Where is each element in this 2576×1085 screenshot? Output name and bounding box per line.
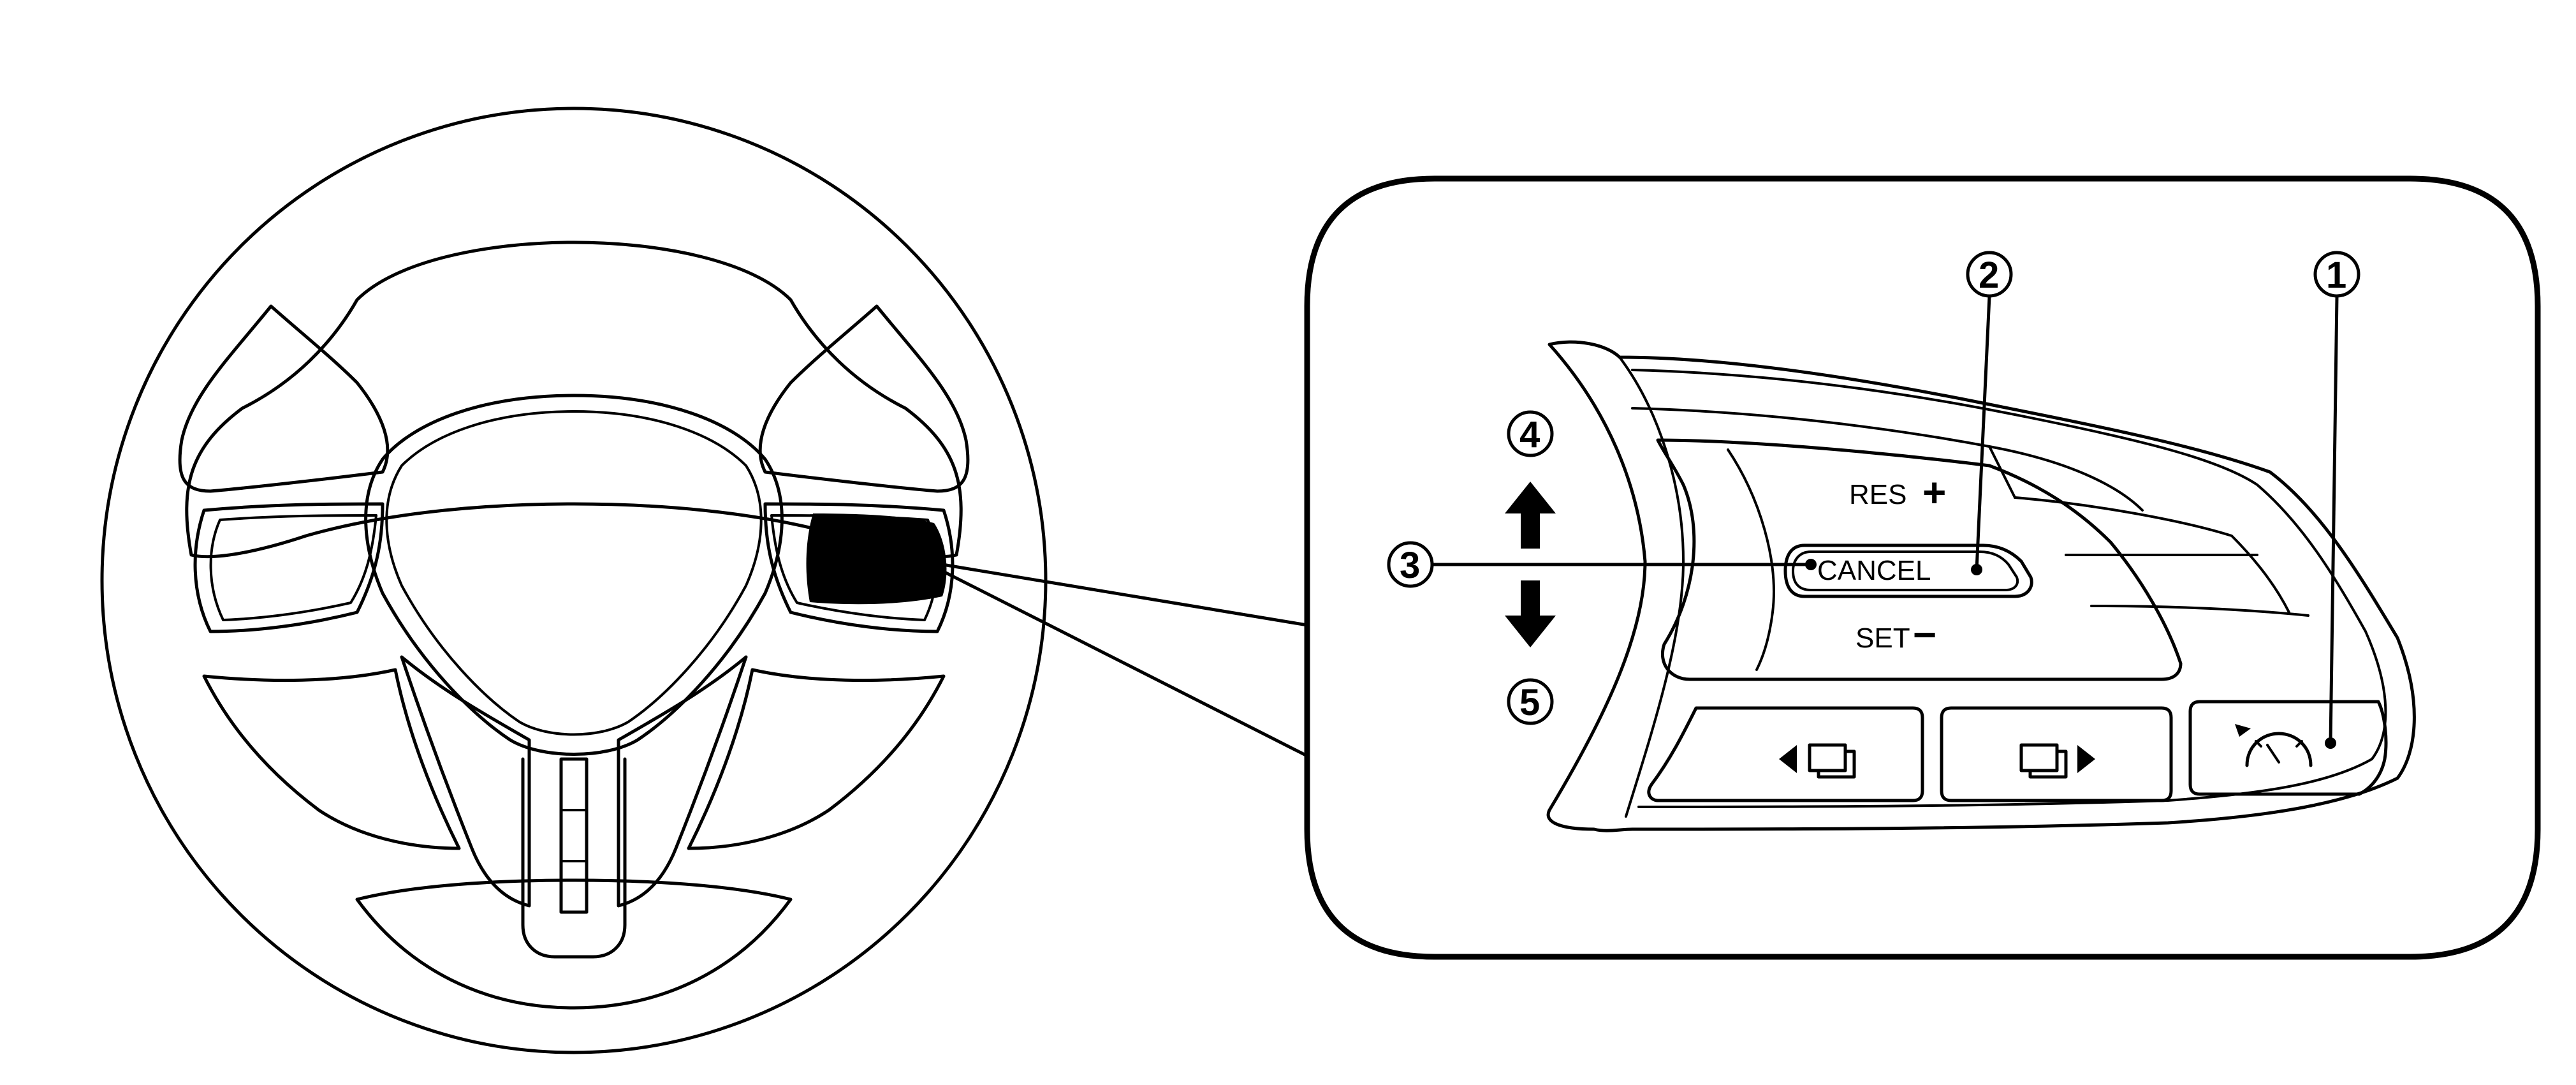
- zoom-pointer: [918, 556, 1308, 758]
- arrow-up-icon: [1505, 482, 1556, 549]
- wheel-hub: [364, 394, 784, 756]
- display-previous-icon: [1779, 743, 1856, 779]
- callout-3-circle: [1387, 541, 1434, 588]
- cancel-label[interactable]: CANCEL: [1817, 555, 1931, 586]
- display-next-icon: [2019, 743, 2095, 779]
- zoom-inset-frame: [1304, 175, 2541, 960]
- wheel-bottom-segment: [355, 878, 793, 1010]
- callout-4-label: 4: [1519, 414, 1540, 455]
- display-next-button[interactable]: [1940, 706, 2173, 802]
- arrow-down-icon: [1505, 580, 1556, 647]
- zoom-inset: RES + CANCEL SET − 1: [1304, 175, 2541, 960]
- callout-5-circle: [1507, 678, 1554, 725]
- set-label[interactable]: SET: [1855, 623, 1910, 654]
- cruise-main-button[interactable]: [2188, 700, 2388, 796]
- wheel-spoke-lower-left: [400, 655, 531, 908]
- callout-5-label: 5: [1519, 682, 1540, 723]
- wheel-spoke-right: [763, 502, 955, 633]
- wheel-spoke-left: [193, 502, 384, 633]
- res-set-switch: [1656, 438, 2183, 681]
- wheel-grip-lower-right: [687, 668, 946, 850]
- cruise-speedometer-icon: [2235, 724, 2313, 767]
- callout-4-circle: [1507, 410, 1554, 457]
- wheel-grip-upper-right: [758, 304, 970, 493]
- wheel-spoke-lower-right: [617, 655, 748, 908]
- res-plus-symbol: +: [1922, 469, 1946, 515]
- steering-switch-highlight: [806, 513, 947, 605]
- cancel-button-outline: [1783, 543, 2033, 598]
- res-label[interactable]: RES: [1849, 479, 1906, 510]
- wheel-grip-upper-left: [178, 304, 390, 493]
- wheel-rim-inner: [185, 240, 963, 559]
- wheel-center-column: [559, 757, 589, 914]
- switch-housing: [1546, 340, 2416, 832]
- wheel-grip-lower-left: [202, 668, 461, 850]
- display-previous-button[interactable]: [1647, 706, 1924, 802]
- callout-3-label: 3: [1400, 545, 1420, 586]
- callout-1-circle: [2313, 251, 2360, 298]
- callout-2-circle: [1966, 251, 2013, 298]
- steering-wheel: [100, 107, 1048, 1054]
- callout-1-label: 1: [2326, 255, 2346, 296]
- set-minus-symbol: −: [1913, 612, 1936, 658]
- callout-2-label: 2: [1979, 255, 1999, 296]
